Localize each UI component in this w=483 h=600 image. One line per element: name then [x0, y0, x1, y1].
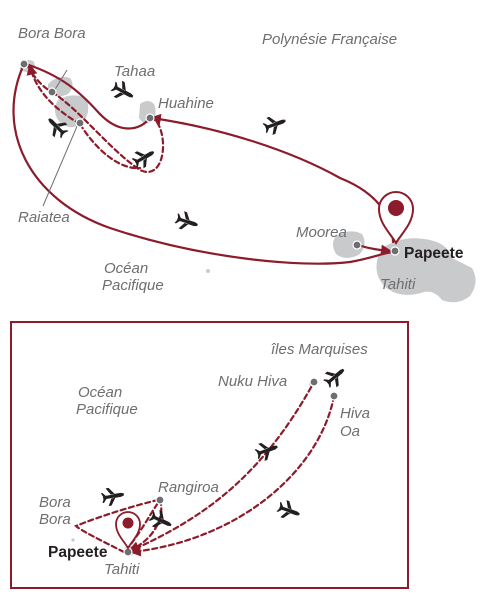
airplane-icon	[261, 112, 289, 137]
leader-tahaa	[53, 69, 68, 92]
island-moorea	[333, 231, 365, 258]
route-hiva-oa-papeete	[129, 394, 336, 557]
label-tahaa: Tahaa	[114, 63, 155, 80]
label-raiatea: Raiatea	[18, 209, 70, 226]
map-inset: îles Marquises Nuku Hiva Hiva Oa Océan P…	[10, 321, 409, 589]
label-hiva-oa-line1: Hiva	[340, 405, 370, 422]
location-pin-icon	[115, 511, 141, 550]
label-bora-bora: Bora Bora	[18, 25, 86, 42]
airplane-icon	[108, 78, 138, 105]
leader-raiatea	[42, 123, 79, 207]
dot-raiatea	[75, 118, 85, 128]
route-bora-papeete	[12, 62, 394, 265]
airplane-icon	[173, 209, 201, 234]
route-rangiroa-papeete	[127, 498, 163, 552]
ocean-label-inset-line1: Océan	[78, 384, 122, 401]
label-rangiroa: Rangiroa	[158, 479, 219, 496]
route-huahine-bora	[24, 62, 152, 130]
label-nuku-hiva: Nuku Hiva	[218, 373, 287, 390]
ocean-label-line2: Pacifique	[102, 277, 164, 294]
label-bora-inset-line1: Bora	[39, 494, 71, 511]
dot-huahine	[145, 113, 155, 123]
dot-moorea	[352, 240, 362, 250]
label-tahiti: Tahiti	[380, 276, 416, 293]
label-hiva-oa-line2: Oa	[340, 423, 360, 440]
label-tahiti-inset: Tahiti	[104, 561, 140, 578]
dot-papeete	[390, 246, 400, 256]
label-moorea: Moorea	[296, 224, 347, 241]
region-label-polynesie: Polynésie Française	[262, 31, 397, 48]
island-bora-inset	[71, 538, 75, 542]
route-raiatea-loop-dash	[78, 122, 142, 170]
label-huahine: Huahine	[158, 95, 214, 112]
label-bora-inset-line2: Bora	[39, 511, 71, 528]
label-papeete: Papeete	[404, 245, 464, 262]
location-pin-icon	[377, 191, 415, 245]
dot-rangiroa	[155, 495, 165, 505]
route-tahaa-huahine-dash	[50, 90, 165, 174]
airplane-icon	[146, 507, 175, 534]
island-tahiti	[376, 238, 476, 303]
island-islet	[206, 269, 210, 273]
inset-frame	[10, 321, 409, 589]
airplane-icon	[100, 485, 126, 508]
route-papeete-nuku-hiva	[126, 380, 316, 554]
airplane-icon	[320, 362, 350, 391]
ocean-label-line1: Océan	[104, 260, 148, 277]
dot-tahaa	[47, 87, 57, 97]
label-papeete-inset: Papeete	[48, 544, 108, 561]
dot-bora-bora	[19, 59, 29, 69]
dot-hiva-oa	[329, 391, 339, 401]
route-papeete-bora	[74, 498, 160, 554]
dot-nuku-hiva	[309, 377, 319, 387]
region-label-marquises: îles Marquises	[271, 341, 368, 358]
airplane-icon	[275, 498, 303, 523]
map-top: Polynésie Française Bora Bora Tahaa Huah…	[12, 25, 476, 303]
ocean-label-inset-line2: Pacifique	[76, 401, 138, 418]
